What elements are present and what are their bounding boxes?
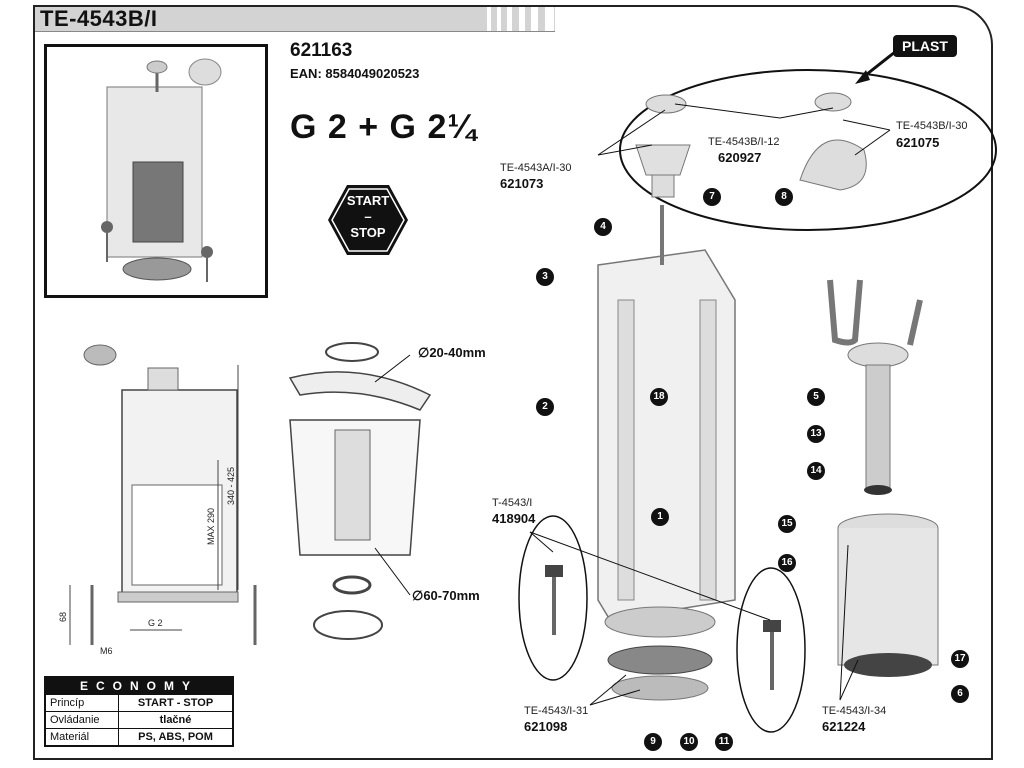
cap-left-code: TE-4543B/I-12: [708, 136, 780, 148]
hole-bottom-dimension: ∅60-70mm: [412, 588, 480, 603]
callout-11: 11: [715, 733, 733, 751]
callout-13: 13: [807, 425, 825, 443]
callout-8: 8: [775, 188, 793, 206]
callout-1: 1: [651, 508, 669, 526]
callout-4: 4: [594, 218, 612, 236]
cup-code: TE-4543A/I-30: [500, 162, 572, 174]
start-stop-badge: START – STOP: [326, 183, 410, 257]
callout-14: 14: [807, 462, 825, 480]
spec-value: PS, ABS, POM: [118, 728, 234, 747]
title-bar: [35, 7, 555, 32]
table-row: Materiál PS, ABS, POM: [44, 728, 234, 747]
thread-size: G 2 + G 2¼: [290, 108, 477, 146]
cap-right-code: TE-4543B/I-30: [896, 120, 968, 132]
product-code: 621163: [290, 40, 353, 61]
economy-table: ECONOMY Princíp START - STOP Ovládanie t…: [44, 676, 234, 747]
plast-parts-ellipse: [619, 69, 997, 231]
seal-code: TE-4543/I-31: [524, 705, 589, 717]
callout-2: 2: [536, 398, 554, 416]
bolt-left-ellipse: [518, 515, 588, 681]
product-title: TE-4543B/I: [40, 6, 158, 31]
hole-top-dimension: ∅20-40mm: [418, 345, 486, 360]
plast-badge: PLAST: [893, 35, 957, 57]
callout-10: 10: [680, 733, 698, 751]
callout-5: 5: [807, 388, 825, 406]
m6-dimension: M6: [100, 646, 113, 656]
float-code: TE-4543/I-34: [822, 705, 887, 717]
max-dimension: MAX 290: [206, 507, 216, 545]
spec-key: Ovládanie: [44, 711, 119, 729]
cap-right-number: 621075: [896, 135, 940, 150]
table-row: Princíp START - STOP: [44, 694, 234, 712]
spec-key: Materiál: [44, 728, 119, 747]
callout-15: 15: [778, 515, 796, 533]
callout-7: 7: [703, 188, 721, 206]
start-label: START: [346, 193, 390, 208]
callout-16: 16: [778, 554, 796, 572]
h68-dimension: 68: [58, 611, 68, 622]
callout-9: 9: [644, 733, 662, 751]
cup-number: 621073: [500, 176, 544, 191]
float-number: 621224: [822, 719, 866, 734]
spec-value: START - STOP: [118, 694, 234, 712]
bolt-number: 418904: [492, 511, 536, 526]
callout-3: 3: [536, 268, 554, 286]
thumbnail-drawing: [101, 58, 222, 282]
callout-18: 18: [650, 388, 668, 406]
spec-value: tlačné: [118, 711, 234, 729]
bolt-right-ellipse: [736, 567, 806, 733]
start-stop-dash: –: [364, 209, 372, 224]
height-range-dimension: 340 - 425: [226, 466, 236, 505]
bolt-code: T-4543/I: [492, 497, 533, 509]
spec-key: Princíp: [44, 694, 119, 712]
page-frame: [33, 5, 993, 760]
callout-17: 17: [951, 650, 969, 668]
economy-header: ECONOMY: [44, 676, 234, 695]
g2-dimension: G 2: [148, 618, 163, 628]
seal-number: 621098: [524, 719, 568, 734]
stop-label: STOP: [350, 225, 386, 240]
table-row: Ovládanie tlačné: [44, 711, 234, 729]
ean-code: EAN: 8584049020523: [290, 66, 420, 81]
callout-6: 6: [951, 685, 969, 703]
cap-left-number: 620927: [718, 150, 762, 165]
product-thumbnail: [44, 44, 268, 298]
